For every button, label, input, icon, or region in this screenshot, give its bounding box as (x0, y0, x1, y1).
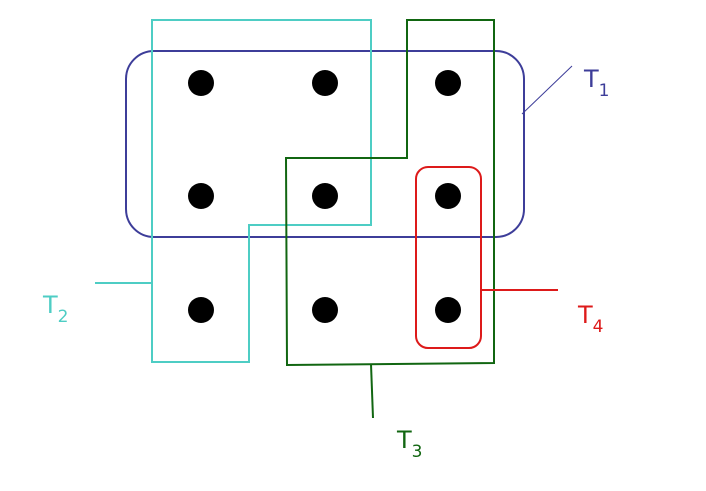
set-t1-outline (125, 50, 525, 238)
label-t4: T4 (577, 301, 604, 337)
label-t1: T1 (583, 65, 610, 101)
point-r2-c1 (188, 183, 214, 209)
point-r3-c3 (435, 297, 461, 323)
point-r2-c3 (435, 183, 461, 209)
point-r2-c2 (312, 183, 338, 209)
label-t3: T3 (396, 426, 423, 462)
label-t2: T2 (42, 291, 69, 327)
point-r1-c2 (312, 70, 338, 96)
point-r1-c1 (188, 70, 214, 96)
set-t3-leader-line (370, 363, 374, 419)
point-r3-c2 (312, 297, 338, 323)
point-r1-c3 (435, 70, 461, 96)
set-t1-leader-line (521, 65, 573, 115)
set-t2-outline (151, 19, 372, 363)
set-t4-outline (415, 166, 482, 349)
set-t3-outline (284, 19, 495, 367)
point-r3-c1 (188, 297, 214, 323)
point-grid (188, 70, 461, 323)
